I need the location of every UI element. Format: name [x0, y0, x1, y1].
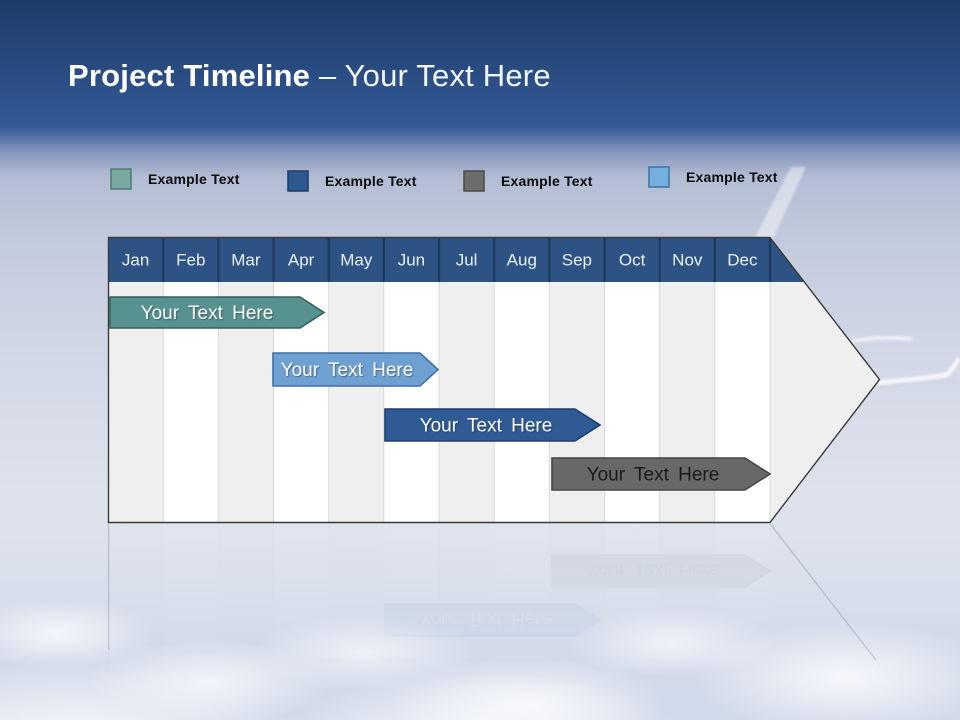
airplane-wing	[877, 356, 960, 386]
airplane-tail-fin	[753, 167, 806, 241]
month-label: Mar	[231, 251, 261, 270]
month-label: Jan	[122, 251, 149, 270]
month-label: Jul	[456, 251, 478, 270]
legend-label: Example Text	[325, 173, 417, 189]
month-label: Jun	[398, 251, 425, 270]
legend-item: Example Text	[110, 167, 240, 191]
month-label: Oct	[619, 251, 646, 270]
legend-item: Example Text	[648, 165, 778, 189]
month-label: Nov	[672, 251, 703, 270]
task-bars: Your Text Here Your Text Here Your Text …	[109, 296, 772, 491]
arrow-outline	[107, 236, 881, 524]
task-bar-3-label: Your Text Here	[420, 416, 553, 437]
legend-swatch-gray	[463, 170, 485, 192]
legend-swatch-darkblue	[287, 170, 309, 192]
task-bar-2	[272, 352, 440, 387]
task-bar-3	[384, 408, 602, 442]
legend-item: Example Text	[287, 169, 417, 193]
month-header-dividers	[162, 238, 772, 282]
month-label: May	[340, 251, 373, 270]
page-title: Project Timeline – Your Text Here	[68, 58, 551, 94]
month-label: Aug	[507, 251, 537, 270]
month-label: Feb	[176, 251, 205, 270]
legend-swatch-lightblue	[648, 166, 670, 188]
task-bar-1	[109, 296, 326, 329]
task-bar-4-label: Your Text Here	[587, 465, 720, 486]
month-label: Sep	[562, 251, 592, 270]
timeline-arrow: Jan Feb Mar Apr May Jun Jul Aug Sep Oct …	[107, 236, 881, 524]
task-bar-1-label: Your Text Here	[141, 303, 274, 324]
month-header-band	[108, 237, 805, 282]
airplane-fuselage-streak	[851, 335, 913, 343]
month-label: Apr	[288, 251, 315, 270]
legend-label: Example Text	[501, 173, 593, 189]
task-bar-2-label: Your Text Here	[281, 360, 414, 381]
reflection-diagonal-edge	[769, 523, 877, 661]
month-label: Dec	[727, 251, 758, 270]
legend-label: Example Text	[148, 171, 240, 187]
legend-label: Example Text	[686, 169, 778, 185]
timeline-reflection	[109, 523, 880, 720]
task-bar-4	[551, 457, 772, 491]
title-main: Project Timeline	[68, 58, 311, 93]
title-subtitle: – Your Text Here	[310, 58, 551, 93]
airplane-image	[753, 167, 960, 388]
airplane-wing-shadow	[879, 380, 959, 388]
legend-swatch-teal	[110, 168, 132, 190]
legend-item: Example Text	[463, 169, 593, 193]
